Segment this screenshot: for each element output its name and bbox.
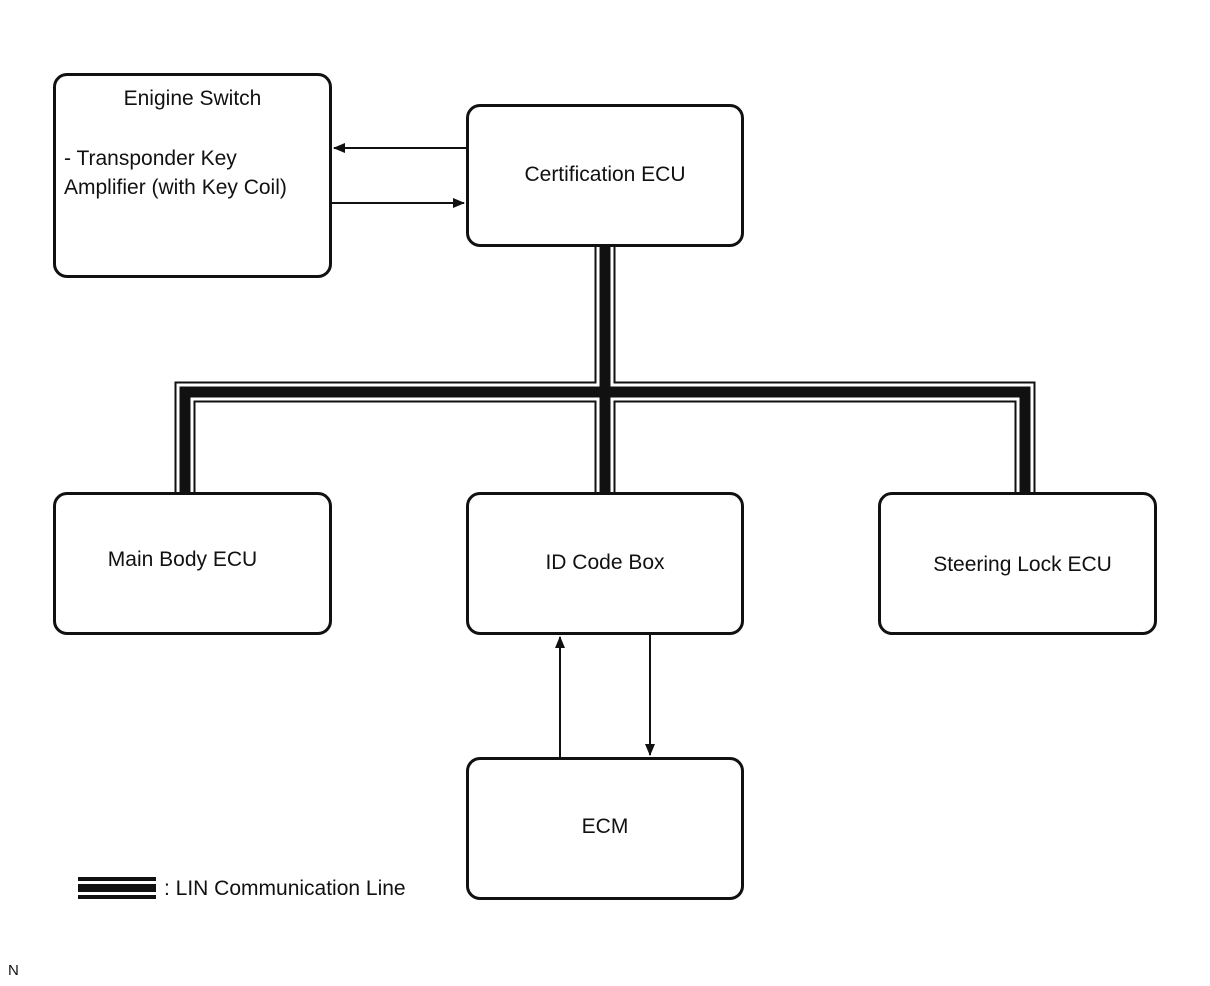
ecm-box <box>466 757 744 900</box>
main-body-ecu-label: Main Body ECU <box>107 548 258 571</box>
engine-switch-line2: Amplifier (with Key Coil) <box>64 176 287 199</box>
id-code-box-label: ID Code Box <box>545 551 665 574</box>
engine-switch-title: Enigine Switch <box>123 87 262 110</box>
certification-ecu-label: Certification ECU <box>524 163 686 186</box>
engine-switch-box <box>53 73 332 278</box>
lin-bus <box>174 246 1036 492</box>
id-code-box <box>466 492 744 635</box>
main-body-ecu-box <box>53 492 332 635</box>
legend-line-sample <box>78 877 156 899</box>
corner-mark: N <box>8 962 19 979</box>
engine-switch-line1: - Transponder Key <box>64 147 237 170</box>
steering-lock-ecu-box <box>878 492 1157 635</box>
legend-text: : LIN Communication Line <box>164 877 406 900</box>
steering-lock-ecu-label: Steering Lock ECU <box>933 553 1112 576</box>
ecm-label: ECM <box>581 815 629 838</box>
certification-ecu-box <box>466 104 744 247</box>
